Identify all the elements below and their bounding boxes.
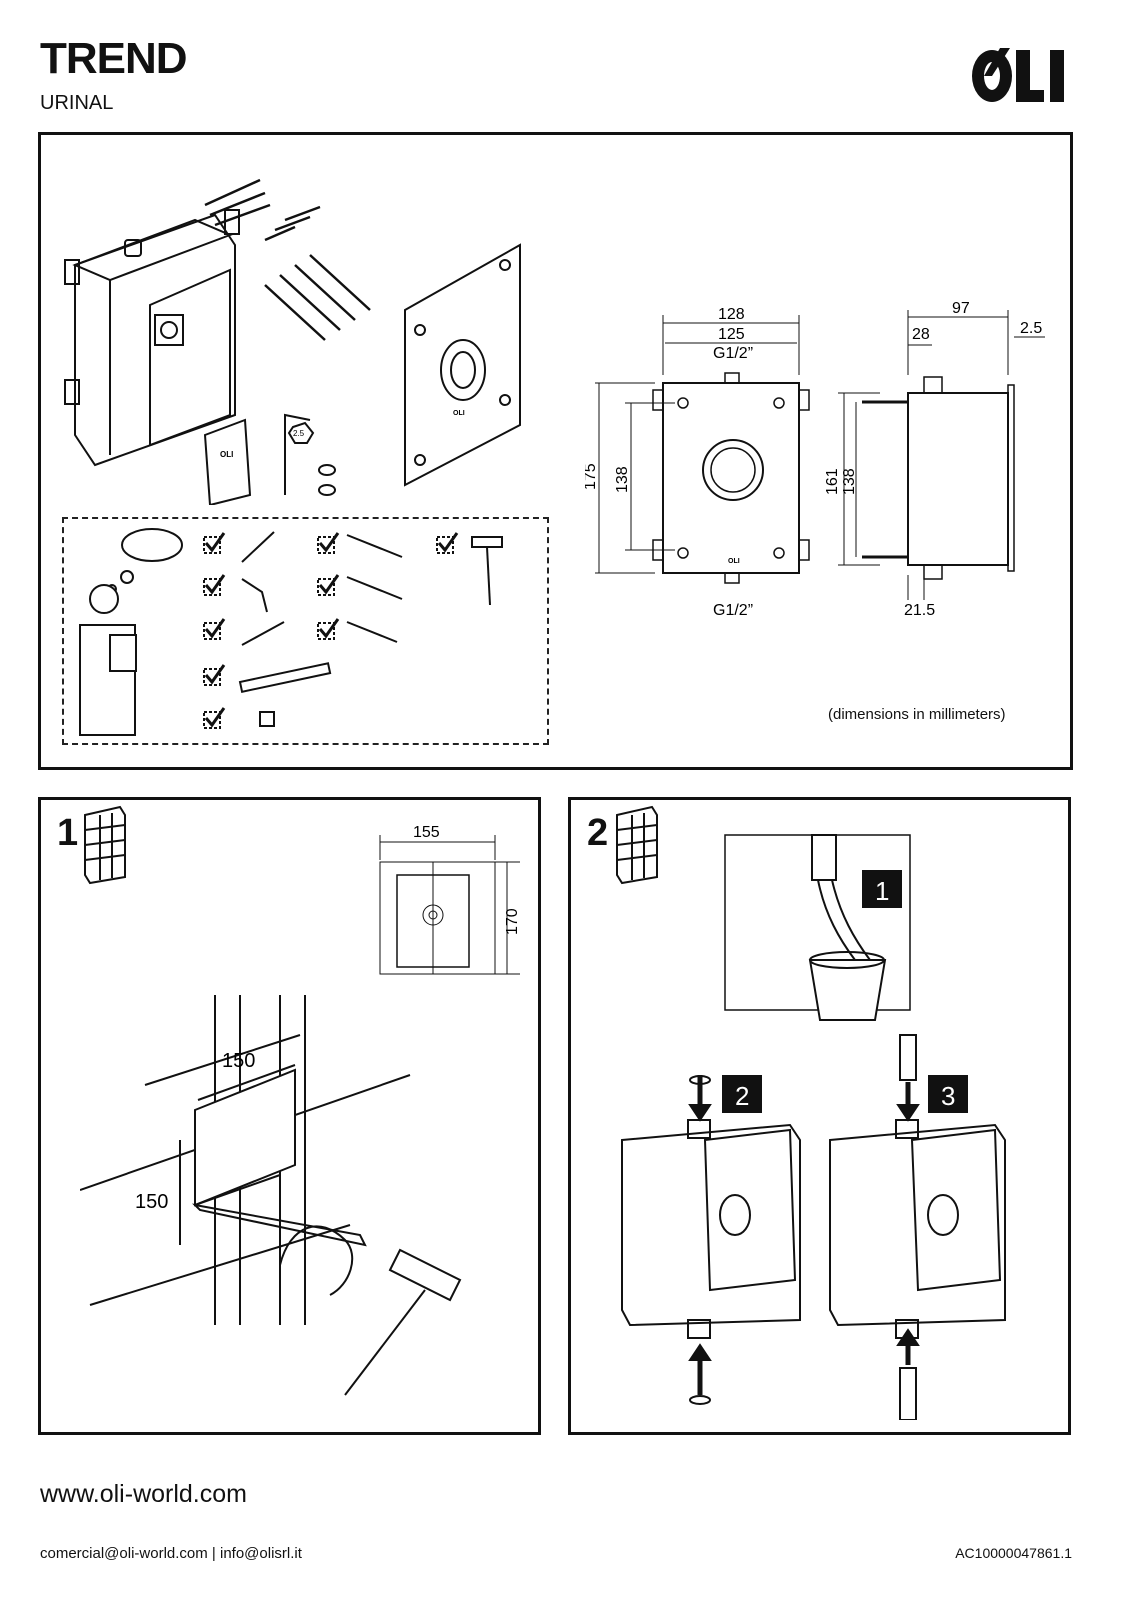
- contact-emails[interactable]: comercial@oli-world.com | info@olisrl.it: [40, 1545, 302, 1562]
- side-depth: 97: [952, 300, 970, 317]
- step2-number: 2: [587, 812, 609, 854]
- front-dimension-drawing: 128 125 G1/2” G1/2” OLI 175 138: [585, 306, 810, 619]
- step1-chiseling-illustration: 150 150: [80, 995, 462, 1396]
- side-height-outer: 161: [824, 468, 841, 495]
- template-width: 155: [413, 824, 440, 841]
- step2-sub-label-1: 1: [875, 876, 889, 906]
- front-bottom-connection: G1/2”: [713, 602, 753, 619]
- niche-height: 150: [135, 1191, 168, 1213]
- step2-sub-badge-1: [862, 870, 902, 908]
- front-height-outer: 175: [585, 463, 599, 490]
- plate-logo: OLI: [453, 410, 465, 417]
- side-dimension-drawing: 97 28 2.5 161 138 21.5: [824, 300, 1045, 619]
- step2-sub-label-2: 2: [735, 1081, 749, 1111]
- front-width-outer: 128: [718, 306, 745, 323]
- document-code: AC10000047861.1: [955, 1545, 1072, 1561]
- tools-box: [62, 517, 549, 745]
- oli-logo: [970, 42, 1070, 113]
- step1-number: 1: [57, 812, 79, 854]
- front-box-logo: OLI: [728, 558, 740, 565]
- front-height-inner: 138: [614, 466, 631, 493]
- step1-wall-icon: [84, 805, 126, 885]
- step2-wall-icon: [616, 805, 658, 885]
- step2-sub-badge-3: [928, 1075, 968, 1113]
- page-title: TREND: [40, 34, 188, 83]
- step2-sub-badge-2: [722, 1075, 762, 1113]
- website-link[interactable]: www.oli-world.com: [40, 1480, 247, 1508]
- step2-panel: [568, 797, 1071, 1435]
- page-subtitle: URINAL: [40, 92, 114, 114]
- side-bottom-offset: 21.5: [904, 602, 935, 619]
- manual-logo: OLI: [220, 450, 233, 459]
- step1-panel: [38, 797, 541, 1435]
- overview-panel: [38, 132, 1073, 770]
- template-height: 170: [504, 908, 521, 935]
- side-offset: 28: [912, 326, 930, 343]
- units-note: (dimensions in millimeters): [828, 706, 1006, 723]
- step2-flushing-illustration: 1 2 3: [621, 834, 1006, 1420]
- hex-key-size-label: 2.5: [293, 429, 305, 438]
- step2-sub-label-3: 3: [941, 1081, 955, 1111]
- side-height-inner: 138: [841, 468, 858, 495]
- tools-illustration: [79, 528, 503, 736]
- front-top-connection: G1/2”: [713, 345, 753, 362]
- kit-contents-illustration: OLI 2.5 OLI: [64, 178, 521, 505]
- front-width-inner: 125: [718, 326, 745, 343]
- side-plate-thickness: 2.5: [1020, 320, 1042, 337]
- step1-template-drawing: 155 170: [379, 824, 521, 975]
- niche-width: 150: [222, 1050, 255, 1072]
